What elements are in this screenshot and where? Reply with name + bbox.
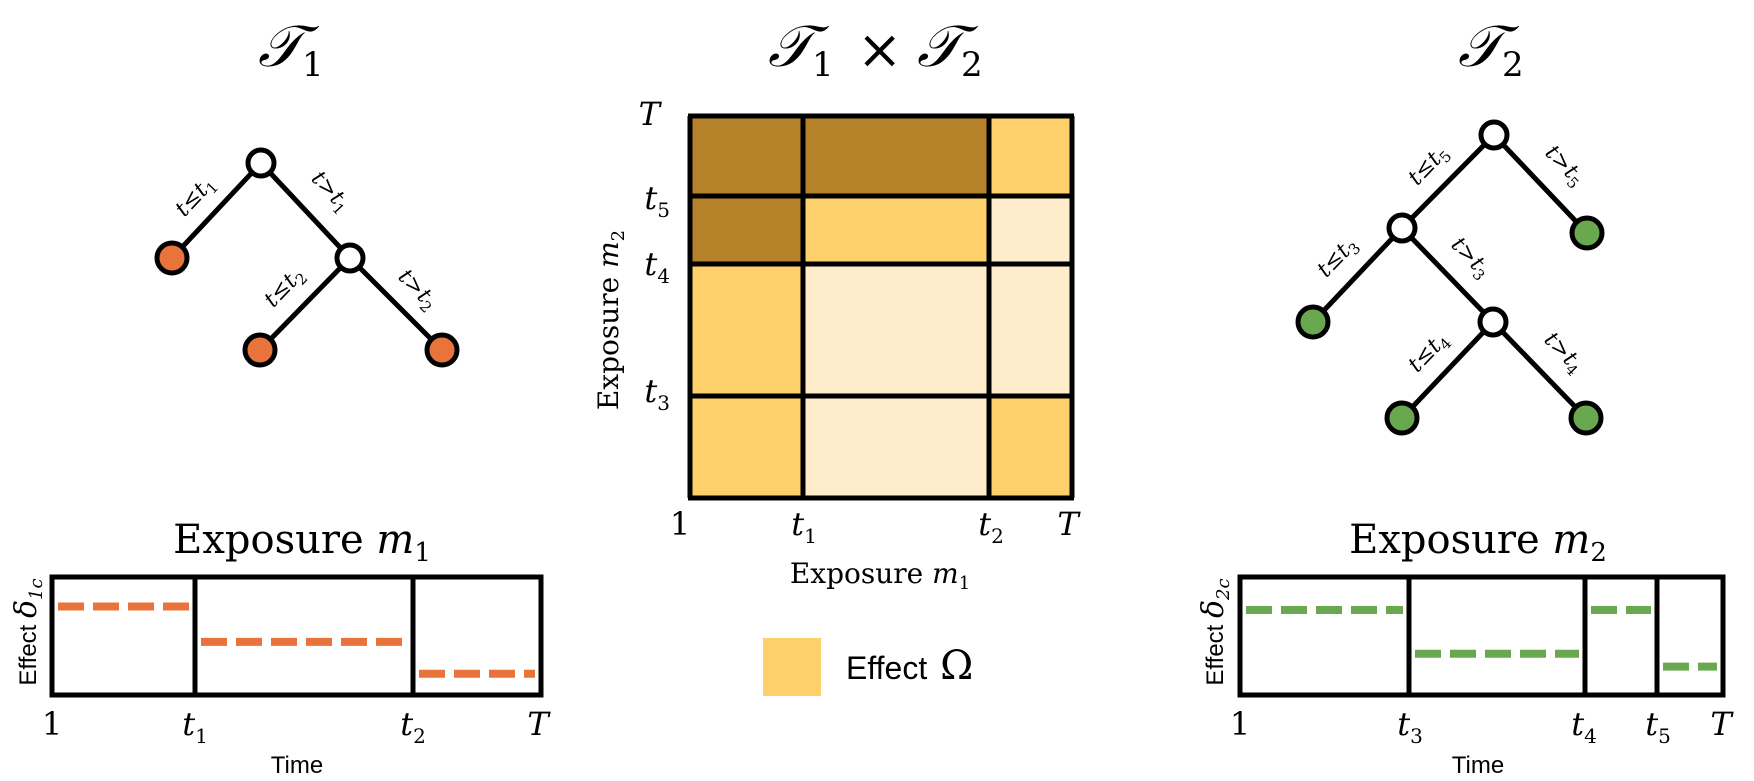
tree2-edge-root-left [1400,133,1496,230]
tree1-root-node [245,147,277,179]
heatmap-cell [803,264,989,396]
plot-frame-border [49,574,544,698]
heatmap-cell [803,196,989,264]
plot2-effect-segments [1246,606,1717,671]
svg-text:t≤t2: t≤t2 [259,262,311,314]
tree2: t≤t5 t>t5 t≤t3 t>t3 t≤t4 t>t4 [1295,119,1605,436]
plot2-x-tick: T [1710,705,1734,743]
plot1-title: Exposure m1 [173,517,431,568]
tree2-leaf-node [1569,215,1605,251]
heatmap-grid [687,113,1075,501]
heatmap-cell [690,264,803,396]
legend: Effect Ω [763,638,973,696]
legend-label: Effect Ω [846,643,973,689]
tree2-edge-n1-right [1400,226,1495,324]
heatmap-y-ticks: T t5 t4 t3 [639,95,670,415]
heatmap-x-ticks: 1 t1 t2 T [670,505,1082,548]
tree1: t≤t1 t>t1 t≤t2 t>t2 [154,147,460,368]
plot1-y-label: Effect δ1c [9,578,47,685]
svg-text:t>t3: t>t3 [1444,232,1496,284]
tree2-edge-label-2: t>t5 [1538,140,1590,192]
heatmap-y-label: Exposure m2 [592,230,629,410]
tree1-edge-root-left [170,161,263,260]
heatmap-cell [989,196,1072,264]
heatmap-x-label: Exposure m1 [790,557,970,594]
tree2-edge-root-right [1492,133,1589,235]
heatmap-cell [690,116,803,196]
heatmap-cells [690,116,1072,498]
tree1-leaf-node [154,240,190,276]
tree1-internal-node [334,242,366,274]
tree2-root-node [1478,119,1510,151]
tree2-title-sub: 2 [1502,45,1524,85]
tree1-title-sub: 1 [302,45,324,85]
heatmap-cell [989,264,1072,396]
heatmap-cell [989,396,1072,498]
plot1-x-label: Time [271,752,323,779]
plot1-x-tick: T [527,705,551,743]
effect-plot-1: Exposure m1 Effect δ1c 1 t1 t2 T Time [9,517,551,779]
heatmap-x-tick: t2 [978,505,1004,548]
tree1-edge-label-2: t>t1 [304,166,356,218]
tree1-edge-n1-right [348,256,444,352]
tree2-internal-node [1386,212,1418,244]
tree2-edge-n2-right [1491,320,1588,420]
tree1-edge-label-3: t≤t2 [259,262,311,314]
plot2-x-label: Time [1452,752,1504,779]
heatmap-y-tick: t3 [644,372,670,415]
product-title-sub2: 2 [961,45,983,85]
heatmap-cell [989,116,1072,196]
tree2-edge-label-4: t>t3 [1444,232,1496,284]
heatmap-cell [690,396,803,498]
tree2-leaf-node [1568,400,1604,436]
product-title-times: × [857,18,902,81]
plot2-x-tick: t5 [1645,705,1671,748]
heatmap-x-tick: t1 [791,505,817,548]
plot1-effect-segments [58,602,535,678]
plot2-frame [1237,574,1726,698]
plot1-frame [49,574,544,698]
plot1-x-tick: t1 [182,705,208,748]
plot1-x-tick: 1 [42,705,62,743]
tree1-edge-n1-left [258,256,352,352]
plot2-y-label: Effect δ2c [1196,578,1234,685]
product-title: 𝒯 1 × 𝒯 2 [768,12,983,85]
plot2-x-tick: 1 [1230,705,1250,743]
tree1-title: 𝒯 1 [258,12,324,85]
tree2-internal-node [1477,306,1509,338]
svg-text:t>t1: t>t1 [304,166,356,218]
tree1-edge-root-right [259,161,352,260]
plot2-x-tick: t4 [1571,705,1597,748]
heatmap-y-tick: t5 [644,179,670,222]
tree2-edge-n1-left [1311,226,1404,324]
heatmap-cell [690,196,803,264]
heatmap-y-tick: t4 [644,245,670,288]
tree2-title: 𝒯 2 [1458,12,1524,85]
effect-plot-2: Exposure m2 Effect δ2c 1 t3 t4 t5 T Time [1196,517,1734,779]
svg-text:t>t5: t>t5 [1538,140,1590,192]
plot2-title: Exposure m2 [1349,517,1607,568]
plot-frame-border [1237,574,1726,698]
heatmap-cell [803,396,989,498]
plot1-x-tick: t2 [400,705,426,748]
tree1-leaf-node [242,332,278,368]
heatmap-x-tick: 1 [670,505,690,543]
heatmap-x-tick: T [1057,505,1081,543]
tree2-leaf-node [1384,400,1420,436]
tree1-leaf-node [424,332,460,368]
plot2-x-tick: t3 [1397,705,1423,748]
heatmap-cell [803,116,989,196]
tree2-edge-n2-left [1400,320,1495,420]
partition-heatmap [687,113,1075,501]
heatmap-y-tick: T [639,95,663,133]
tree2-leaf-node [1295,304,1331,340]
legend-swatch [763,638,821,696]
product-title-sub1: 1 [812,45,834,85]
